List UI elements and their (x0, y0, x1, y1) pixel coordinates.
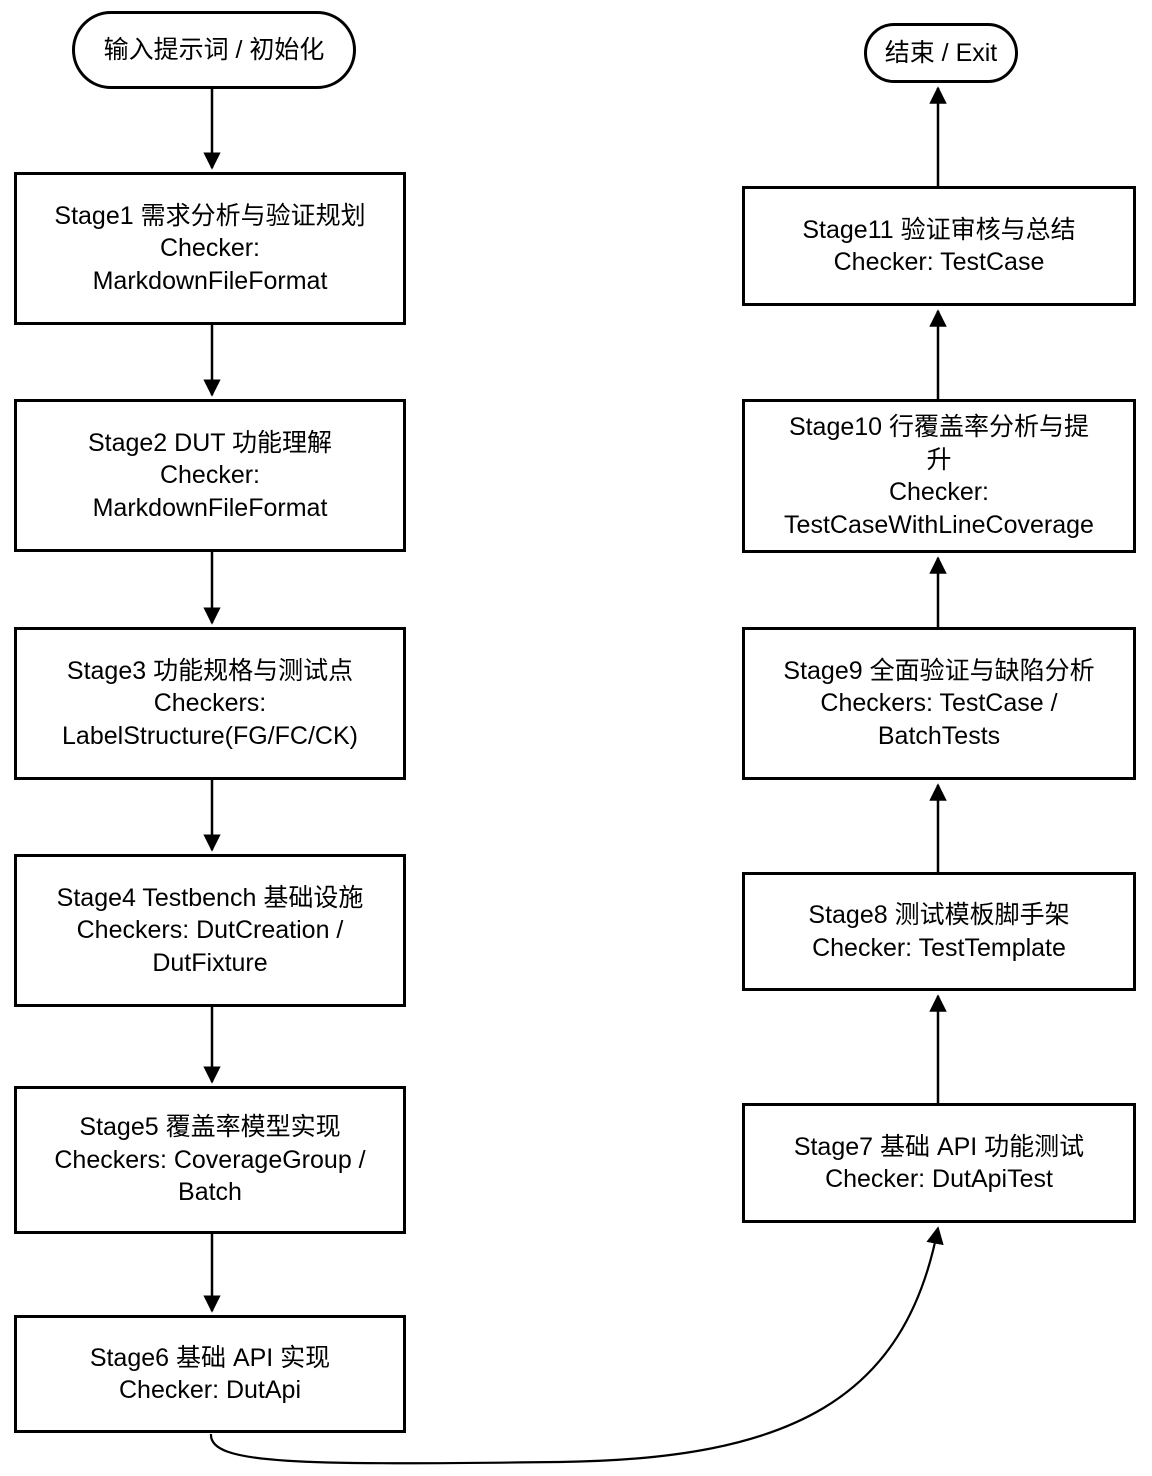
node-exit-label: 结束 / Exit (884, 38, 998, 67)
node-stage4[interactable]: Stage4 Testbench 基础设施 Checkers: DutCreat… (14, 854, 406, 1007)
node-exit[interactable]: 结束 / Exit (864, 23, 1018, 83)
node-stage7[interactable]: Stage7 基础 API 功能测试 Checker: DutApiTest (742, 1103, 1136, 1223)
node-stage9[interactable]: Stage9 全面验证与缺陷分析 Checkers: TestCase / Ba… (742, 627, 1136, 780)
node-stage11-label: Stage11 验证审核与总结 Checker: TestCase (802, 215, 1076, 277)
node-stage11[interactable]: Stage11 验证审核与总结 Checker: TestCase (742, 186, 1136, 306)
node-start-label: 输入提示词 / 初始化 (103, 35, 325, 64)
node-stage4-label: Stage4 Testbench 基础设施 Checkers: DutCreat… (56, 883, 364, 977)
node-stage6[interactable]: Stage6 基础 API 实现 Checker: DutApi (14, 1315, 406, 1433)
node-stage10-label: Stage10 行覆盖率分析与提 升 Checker: TestCaseWith… (784, 413, 1094, 539)
node-stage2[interactable]: Stage2 DUT 功能理解 Checker: MarkdownFileFor… (14, 399, 406, 552)
node-stage9-label: Stage9 全面验证与缺陷分析 Checkers: TestCase / Ba… (783, 656, 1095, 750)
node-stage7-label: Stage7 基础 API 功能测试 Checker: DutApiTest (793, 1132, 1085, 1194)
node-stage1[interactable]: Stage1 需求分析与验证规划 Checker: MarkdownFileFo… (14, 172, 406, 325)
node-stage5[interactable]: Stage5 覆盖率模型实现 Checkers: CoverageGroup /… (14, 1086, 406, 1234)
node-start[interactable]: 输入提示词 / 初始化 (72, 11, 356, 89)
node-stage3-label: Stage3 功能规格与测试点 Checkers: LabelStructure… (62, 656, 358, 750)
node-stage5-label: Stage5 覆盖率模型实现 Checkers: CoverageGroup /… (54, 1113, 366, 1207)
node-stage10[interactable]: Stage10 行覆盖率分析与提 升 Checker: TestCaseWith… (742, 399, 1136, 553)
node-stage8[interactable]: Stage8 测试模板脚手架 Checker: TestTemplate (742, 872, 1136, 991)
node-stage8-label: Stage8 测试模板脚手架 Checker: TestTemplate (808, 901, 1070, 962)
node-stage1-label: Stage1 需求分析与验证规划 Checker: MarkdownFileFo… (54, 201, 366, 295)
node-stage3[interactable]: Stage3 功能规格与测试点 Checkers: LabelStructure… (14, 627, 406, 780)
node-stage6-label: Stage6 基础 API 实现 Checker: DutApi (89, 1343, 331, 1405)
node-stage2-label: Stage2 DUT 功能理解 Checker: MarkdownFileFor… (87, 428, 333, 522)
